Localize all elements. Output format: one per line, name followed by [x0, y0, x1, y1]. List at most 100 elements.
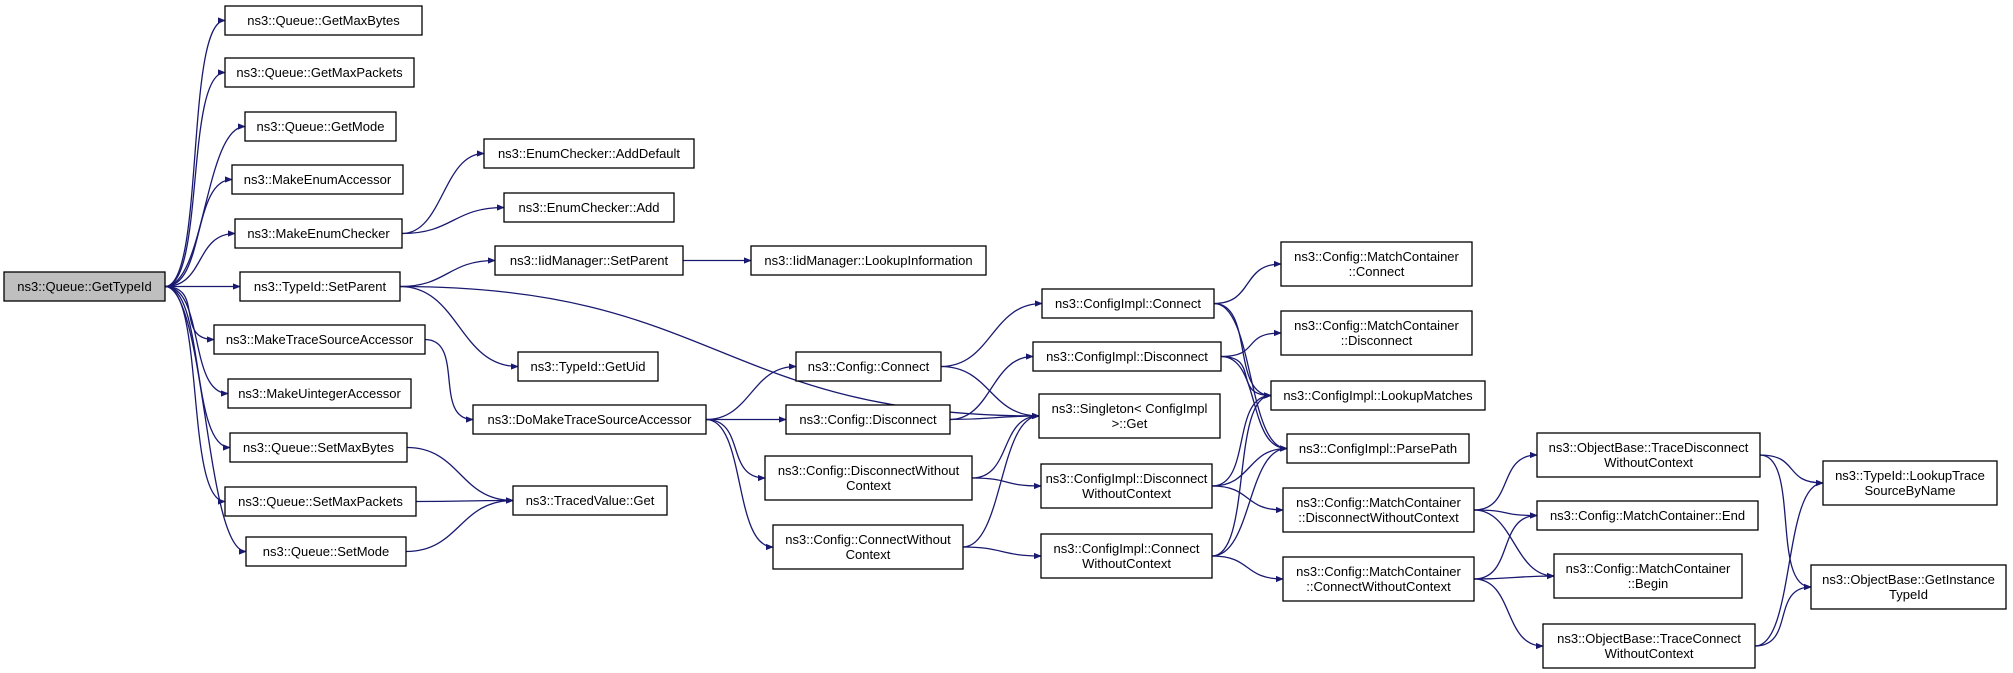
- node-ns3-makeenumaccessor[interactable]: ns3::MakeEnumAccessor: [231, 164, 404, 195]
- node-label: ns3::Queue::SetMaxBytes: [243, 440, 395, 455]
- node-box: [234, 218, 403, 249]
- node-box: [1536, 500, 1759, 531]
- node-label: ns3::ConfigImpl::Connect: [1055, 296, 1201, 311]
- node-ns3-typeid-setparent[interactable]: ns3::TypeId::SetParent: [239, 271, 401, 302]
- edge-doMakeTSA-to-cfgDisconnectWC: [705, 418, 766, 482]
- node-box: [1542, 623, 1756, 669]
- node-label: ns3::MakeEnumChecker: [247, 226, 390, 241]
- node-ns3-iidmanager-lookupinformation[interactable]: ns3::IidManager::LookupInformation: [750, 245, 987, 276]
- node-ns3-config-matchcontainer-end[interactable]: ns3::Config::MatchContainer::End: [1536, 500, 1759, 531]
- node-label: ns3::ObjectBase::TraceDisconnect: [1549, 440, 1749, 455]
- node-box: [1270, 380, 1486, 411]
- node-label: ns3::ConfigImpl::LookupMatches: [1283, 388, 1473, 403]
- edge-qSetMode-to-tracedValueGet: [405, 497, 514, 553]
- edge-typeIdSetParent-to-singletonGet: [399, 285, 1040, 420]
- node-ns3-makeuintegeraccessor[interactable]: ns3::MakeUintegerAccessor: [227, 378, 412, 409]
- node-ns3-queue-getmode[interactable]: ns3::Queue::GetMode: [244, 111, 397, 142]
- edge-obTraceConnectWC-to-getInstanceTypeId: [1754, 583, 1812, 647]
- node-ns3-typeid-getuid[interactable]: ns3::TypeId::GetUid: [517, 351, 659, 382]
- node-box: [772, 524, 964, 570]
- node-ns3-config-matchcontainer-begin[interactable]: ns3::Config::MatchContainer::Begin: [1553, 553, 1743, 599]
- node-label: WithoutContext: [1604, 455, 1693, 470]
- node-ns3-singleton-configimpl-get[interactable]: ns3::Singleton< ConfigImpl>::Get: [1038, 393, 1221, 439]
- node-box: [231, 164, 404, 195]
- edge-implDisconnect-to-lookupMatches: [1220, 355, 1272, 399]
- node-label: ns3::ConfigImpl::Disconnect: [1046, 349, 1208, 364]
- node-ns3-queue-setmode[interactable]: ns3::Queue::SetMode: [245, 536, 407, 567]
- node-label: ns3::IidManager::LookupInformation: [764, 253, 972, 268]
- edge-mcConnectWC-to-mcBegin: [1473, 572, 1555, 580]
- node-ns3-maketracesourceaccessor[interactable]: ns3::MakeTraceSourceAccessor: [213, 324, 426, 355]
- node-label: ns3::Queue::GetMode: [257, 119, 385, 134]
- node-label: ns3::Queue::SetMode: [263, 544, 389, 559]
- edge-implDisconnectWC-to-mcDisconnectWC: [1211, 485, 1284, 514]
- node-box: [224, 5, 423, 36]
- node-ns3-tracedvalue-get[interactable]: ns3::TracedValue::Get: [512, 485, 668, 516]
- node-box: [229, 432, 408, 463]
- node-ns3-config-matchcontainer-disconnect[interactable]: ns3::Config::MatchContainer::Disconnect: [1280, 310, 1473, 356]
- node-box: [1038, 393, 1221, 439]
- node-ns3-config-disconnect[interactable]: ns3::Config::Disconnect: [785, 404, 951, 435]
- node-ns3-config-matchcontainer-connectwithoutcontext[interactable]: ns3::Config::MatchContainer::ConnectWith…: [1282, 556, 1475, 602]
- node-label: ns3::MakeEnumAccessor: [244, 172, 392, 187]
- edge-makeTraceSourceAccessor-to-doMakeTSA: [424, 338, 474, 423]
- edge-root-to-qSetMaxPackets: [164, 285, 226, 505]
- edge-implConnectWC-to-lookupMatches: [1211, 392, 1272, 557]
- edge-implDisconnectWC-to-lookupMatches: [1211, 392, 1272, 487]
- edge-cfgConnectWC-to-singletonGet: [962, 412, 1040, 548]
- edge-implConnect-to-lookupMatches: [1213, 302, 1272, 399]
- node-ns3-configimpl-disconnect[interactable]: ns3::ConfigImpl::Disconnect: [1032, 341, 1222, 372]
- node-label: ns3::TypeId::SetParent: [254, 279, 387, 294]
- node-box: [1286, 433, 1470, 464]
- edge-root-to-qGetMode: [164, 123, 246, 288]
- node-ns3-queue-setmaxpackets[interactable]: ns3::Queue::SetMaxPackets: [224, 486, 417, 517]
- node-label: WithoutContext: [1082, 486, 1171, 501]
- node-ns3-iidmanager-setparent[interactable]: ns3::IidManager::SetParent: [494, 245, 684, 276]
- node-box: [1282, 556, 1475, 602]
- node-label: ns3::Queue::GetTypeId: [17, 279, 151, 294]
- node-ns3-queue-setmaxbytes[interactable]: ns3::Queue::SetMaxBytes: [229, 432, 408, 463]
- node-ns3-configimpl-disconnect-withoutcontext[interactable]: ns3::ConfigImpl::DisconnectWithoutContex…: [1040, 463, 1213, 509]
- node-ns3-domaketracesourceaccessor[interactable]: ns3::DoMakeTraceSourceAccessor: [472, 404, 707, 435]
- node-label: ::Connect: [1349, 264, 1405, 279]
- node-box: [1810, 564, 2007, 610]
- node-box: [1282, 487, 1475, 533]
- edge-implConnect-to-mcConnect: [1213, 260, 1282, 305]
- node-ns3-configimpl-connect[interactable]: ns3::ConfigImpl::Connect: [1041, 288, 1215, 319]
- call-edges: [164, 17, 1824, 650]
- node-ns3-objectbase-traceconnect-withoutcontext[interactable]: ns3::ObjectBase::TraceConnectWithoutCont…: [1542, 623, 1756, 669]
- node-label: WithoutContext: [1082, 556, 1171, 571]
- edge-mcDisconnectWC-to-mcEnd: [1473, 509, 1538, 519]
- edge-cfgDisconnect-to-singletonGet: [949, 412, 1040, 421]
- node-ns3-config-matchcontainer-connect[interactable]: ns3::Config::MatchContainer::Connect: [1280, 241, 1473, 287]
- node-label: ns3::Config::MatchContainer: [1566, 561, 1731, 576]
- edge-typeIdSetParent-to-typeIdGetUid: [399, 285, 519, 370]
- node-ns3-objectbase-tracedisconnect-withoutcontext[interactable]: ns3::ObjectBase::TraceDisconnectWithoutC…: [1536, 432, 1761, 478]
- node-box: [1536, 432, 1761, 478]
- node-label: ns3::EnumChecker::AddDefault: [498, 146, 680, 161]
- node-ns3-config-connectwithout-context[interactable]: ns3::Config::ConnectWithoutContext: [772, 524, 964, 570]
- node-box: [224, 57, 415, 88]
- edge-root-to-qGetMaxPackets: [164, 69, 226, 288]
- node-ns3-config-disconnectwithout-context[interactable]: ns3::Config::DisconnectWithoutContext: [764, 455, 973, 501]
- node-label: ns3::ConfigImpl::Disconnect: [1046, 471, 1208, 486]
- node-label: ns3::Config::Connect: [808, 359, 930, 374]
- node-ns3-config-matchcontainer-disconnectwithoutcontext[interactable]: ns3::Config::MatchContainer::DisconnectW…: [1282, 487, 1475, 533]
- node-ns3-queue-getmaxpackets[interactable]: ns3::Queue::GetMaxPackets: [224, 57, 415, 88]
- node-box: [512, 485, 668, 516]
- node-box: [1032, 341, 1222, 372]
- node-ns3-configimpl-lookupmatches[interactable]: ns3::ConfigImpl::LookupMatches: [1270, 380, 1486, 411]
- node-ns3-configimpl-parsepath[interactable]: ns3::ConfigImpl::ParsePath: [1286, 433, 1470, 464]
- node-ns3-configimpl-connect-withoutcontext[interactable]: ns3::ConfigImpl::ConnectWithoutContext: [1040, 533, 1213, 579]
- node-label: ns3::Config::MatchContainer: [1296, 495, 1461, 510]
- node-ns3-enumchecker-add[interactable]: ns3::EnumChecker::Add: [503, 192, 675, 223]
- node-ns3-makeenumchecker[interactable]: ns3::MakeEnumChecker: [234, 218, 403, 249]
- node-ns3-queue-gettypeid[interactable]: ns3::Queue::GetTypeId: [3, 271, 166, 302]
- node-ns3-enumchecker-adddefault[interactable]: ns3::EnumChecker::AddDefault: [483, 138, 695, 169]
- node-box: [1822, 460, 1998, 506]
- node-ns3-queue-getmaxbytes[interactable]: ns3::Queue::GetMaxBytes: [224, 5, 423, 36]
- node-ns3-config-connect[interactable]: ns3::Config::Connect: [795, 351, 942, 382]
